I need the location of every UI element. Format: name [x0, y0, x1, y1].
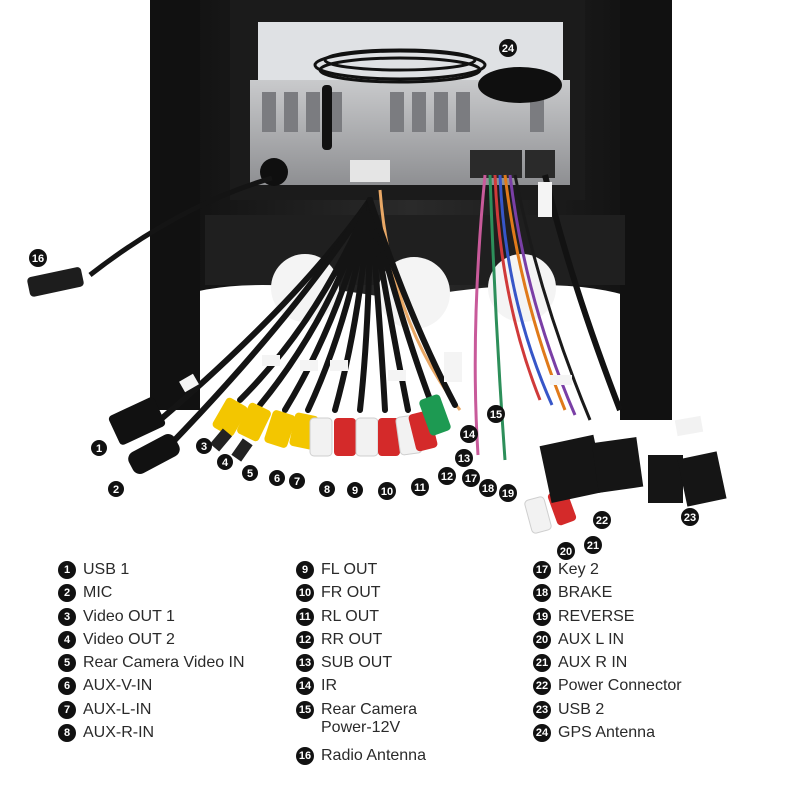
svg-text:13: 13: [458, 453, 470, 465]
usb1-plug: [108, 397, 166, 445]
callout: 2: [108, 481, 124, 497]
svg-text:3: 3: [201, 441, 207, 453]
callout: 3: [196, 438, 212, 454]
callout: 1: [91, 440, 107, 456]
rca-white: [309, 417, 333, 457]
rca-yellow: [212, 397, 248, 437]
svg-text:24: 24: [502, 43, 515, 55]
svg-text:15: 15: [490, 409, 502, 421]
svg-text:11: 11: [414, 482, 426, 494]
cable-bundle: [157, 197, 458, 448]
callout: 23: [681, 508, 699, 526]
callout: 8: [319, 481, 335, 497]
svg-text:9: 9: [352, 485, 358, 497]
callout: 21: [584, 536, 602, 554]
svg-text:14: 14: [463, 429, 476, 441]
svg-text:19: 19: [502, 488, 514, 500]
callout: 14: [460, 425, 478, 443]
callout: 4: [217, 454, 233, 470]
usb2-plug: [648, 415, 727, 507]
mic-plug: [128, 434, 180, 474]
callout: 9: [347, 482, 363, 498]
callout: 19: [499, 484, 517, 502]
svg-text:8: 8: [324, 484, 330, 496]
rca-red: [334, 418, 356, 456]
svg-text:1: 1: [96, 443, 102, 455]
rca-yellow: [264, 410, 296, 448]
callout: 15: [487, 405, 505, 423]
head-unit: [230, 0, 585, 200]
callout: 18: [479, 479, 497, 497]
svg-text:7: 7: [294, 476, 300, 488]
callout: 22: [593, 511, 611, 529]
vent-hole: [488, 254, 556, 322]
power-connector: [539, 434, 644, 503]
svg-text:17: 17: [465, 473, 477, 485]
callout: 10: [378, 482, 396, 500]
svg-text:16: 16: [32, 253, 44, 265]
svg-text:12: 12: [441, 471, 453, 483]
callout: 17: [462, 469, 480, 487]
wiring-diagram: 1 2 3 4 5 6 7 8 9 10 11 12 13 14 15 16 1…: [27, 0, 727, 560]
rca-green: [419, 394, 451, 436]
svg-text:23: 23: [684, 512, 696, 524]
rca-red: [378, 418, 400, 456]
svg-text:10: 10: [381, 486, 393, 498]
svg-text:5: 5: [247, 468, 253, 480]
radio-antenna-cable: [27, 175, 273, 297]
gps-puck: [478, 67, 562, 103]
callout-markers: 1 2 3 4 5 6 7 8 9 10 11 12 13 14 15 16 1…: [29, 39, 699, 560]
svg-text:21: 21: [587, 540, 599, 552]
svg-text:6: 6: [274, 473, 280, 485]
callout: 12: [438, 467, 456, 485]
callout: 16: [29, 249, 47, 267]
callout: 5: [242, 465, 258, 481]
svg-text:4: 4: [222, 457, 229, 469]
callout: 6: [269, 470, 285, 486]
svg-text:22: 22: [596, 515, 608, 527]
rca-white: [355, 417, 379, 457]
rca-yellow: [237, 402, 271, 442]
callout: 11: [411, 478, 429, 496]
svg-text:18: 18: [482, 483, 494, 495]
rca-plugs: [209, 394, 577, 534]
callout: 24: [499, 39, 517, 57]
cable-tags: [179, 182, 572, 393]
rca-white: [524, 496, 552, 534]
svg-text:2: 2: [113, 484, 119, 496]
callout: 7: [289, 473, 305, 489]
callout: 13: [455, 449, 473, 467]
svg-text:20: 20: [560, 546, 572, 558]
callout: 20: [557, 542, 575, 560]
